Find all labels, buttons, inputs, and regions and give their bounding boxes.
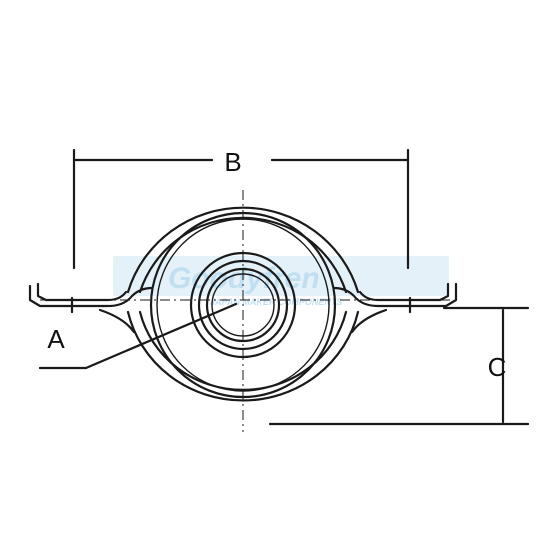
dimension-c-label: C <box>488 352 507 382</box>
dimension-b-label: B <box>224 147 241 177</box>
watermark-tagline: JAPAN MAKER COMPONENTS <box>210 297 342 307</box>
bearing-rings <box>189 251 297 359</box>
dimension-b: B <box>72 147 410 270</box>
watermark-brand: Goodyfren <box>168 262 320 295</box>
dimension-a: A <box>38 302 238 370</box>
mounting-bracket <box>28 282 458 334</box>
dimension-c: C <box>268 306 530 426</box>
housing <box>126 206 360 402</box>
dimension-a-label: A <box>47 324 65 354</box>
